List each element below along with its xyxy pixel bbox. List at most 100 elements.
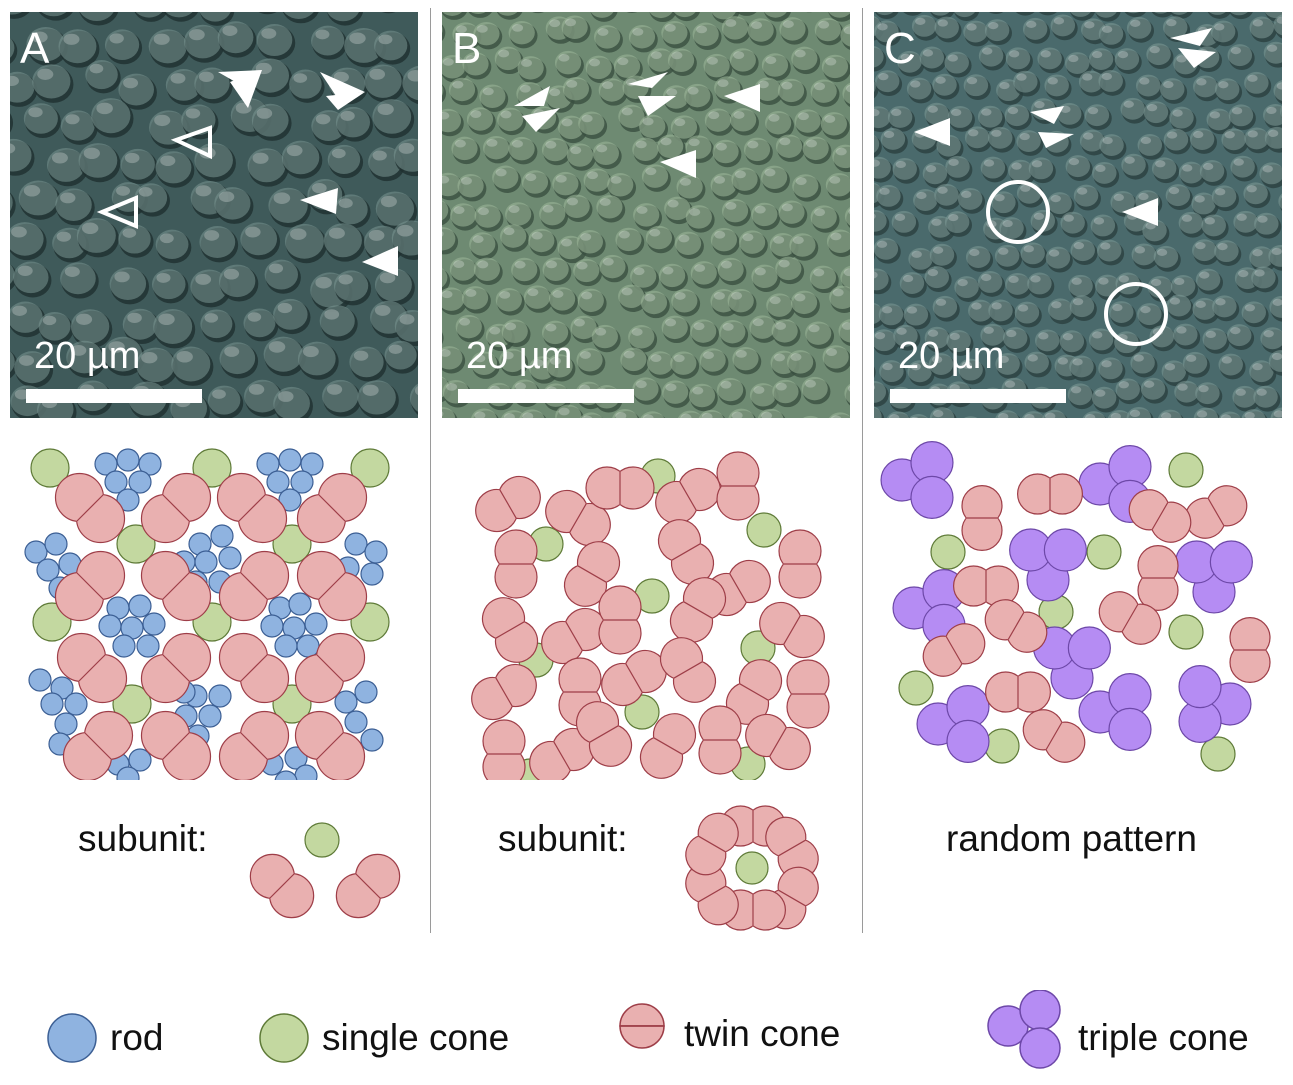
twin-cone-cell	[545, 489, 611, 547]
rod-cell	[194, 550, 218, 574]
rod-cell	[284, 746, 308, 770]
rod-cell	[94, 452, 118, 476]
single-cone-cell	[1168, 452, 1204, 488]
twin-cone-cell	[140, 632, 212, 704]
single-cone-cell	[304, 822, 340, 858]
rod-cell	[136, 634, 160, 658]
twin-cone-cell	[1098, 591, 1162, 645]
twin-cone-cell	[1017, 473, 1084, 515]
rod-cell	[344, 710, 368, 734]
scale-bar-b	[458, 389, 634, 403]
twin-cone-cell	[335, 853, 401, 919]
divider-2	[862, 8, 863, 933]
rod-cell	[344, 532, 368, 556]
twin-cone-cell	[961, 484, 1003, 551]
triple-cone-cell	[1175, 540, 1253, 614]
twin-cone-cell	[296, 550, 368, 622]
twin-cone-cell	[541, 607, 607, 665]
twin-cone-cell	[1128, 489, 1192, 543]
rod-cell	[208, 684, 232, 708]
twin-cone-cell	[471, 663, 537, 721]
triple-cone-cell	[1033, 626, 1111, 700]
twin-cone-cell	[475, 475, 541, 533]
triple-cone-cell	[1009, 528, 1087, 602]
twin-cone-cell	[218, 710, 290, 780]
single-cone-cell	[1168, 614, 1204, 650]
triple-cone-cell	[916, 685, 990, 763]
single-cone-cell	[116, 524, 156, 564]
panel-label-b: B	[452, 24, 482, 73]
legend-triple-cone-icon	[987, 990, 1061, 1069]
mosaic-diagram-b	[471, 451, 830, 780]
single-cone-cell	[746, 512, 782, 548]
twin-cone-cell	[218, 632, 290, 704]
legend-rod-icon	[47, 1013, 97, 1063]
rod-cell	[116, 448, 140, 472]
caption-c: random pattern	[946, 818, 1197, 859]
twin-cone-cell	[1229, 616, 1271, 683]
twin-cone-cell	[54, 550, 126, 622]
twin-cone-cell	[294, 710, 366, 780]
triple-cone-cell	[880, 441, 954, 519]
legend-rod-label: rod	[110, 1017, 164, 1058]
rod-cell	[36, 558, 60, 582]
panel-b: B 20 µm subunit:	[432, 0, 862, 940]
panel-a: A 20 µm subunit:	[0, 0, 430, 940]
rod-cell	[354, 680, 378, 704]
single-cone-cell	[350, 448, 390, 488]
rod-cell	[210, 524, 234, 548]
rod-cell	[266, 470, 290, 494]
twin-cone-cell	[1184, 485, 1248, 539]
single-cone-cell	[735, 851, 769, 885]
panel-c: C 20 µm random pattern	[864, 0, 1293, 940]
legend-twin-cone-label: twin cone	[684, 1013, 841, 1054]
rod-cell	[128, 748, 152, 772]
rod-cell	[218, 546, 242, 570]
mosaic-diagram-a	[24, 448, 390, 780]
single-cone-cell	[272, 524, 312, 564]
caption-b: subunit:	[498, 818, 628, 859]
rod-cell	[28, 668, 52, 692]
triple-cone-cell	[1078, 445, 1152, 523]
twin-cone-cell	[481, 597, 539, 663]
twin-cone-cell	[249, 853, 315, 919]
single-cone-cell	[192, 448, 232, 488]
rod-cell	[360, 562, 384, 586]
rod-cell	[300, 452, 324, 476]
twin-cone-cell	[218, 550, 290, 622]
rod-cell	[54, 712, 78, 736]
rod-cell	[98, 614, 122, 638]
single-cone-cell	[984, 728, 1020, 764]
twin-cone-cell	[140, 710, 212, 780]
rod-cell	[364, 540, 388, 564]
scale-bar-label-b: 20 µm	[466, 335, 573, 377]
twin-cone-cell	[601, 649, 667, 707]
twin-cone-cell	[745, 713, 811, 771]
rod-cell	[304, 612, 328, 636]
rod-cell	[296, 634, 320, 658]
rod-cell	[104, 470, 128, 494]
twin-cone-cell	[639, 713, 697, 779]
twin-cone-cell	[953, 565, 1020, 607]
caption-a: subunit:	[78, 818, 208, 859]
subunit-diagram-a	[249, 822, 401, 919]
twin-cone-cell	[716, 451, 760, 521]
mosaic-diagram-c	[880, 441, 1271, 772]
rod-cell	[334, 690, 358, 714]
rod-cell	[128, 594, 152, 618]
legend-single-cone-label: single cone	[322, 1017, 510, 1058]
twin-cone-cell	[657, 519, 715, 585]
twin-cone-cell	[529, 727, 595, 780]
rod-cell	[142, 612, 166, 636]
twin-cone-cell	[655, 467, 721, 525]
single-cone-cell	[1200, 736, 1236, 772]
twin-cone-cell	[216, 472, 288, 544]
legend-single-cone-icon	[259, 1013, 309, 1063]
twin-cone-cell	[698, 705, 742, 775]
twin-cone-cell	[669, 577, 727, 643]
twin-cone-cell	[985, 671, 1052, 713]
twin-cone-cell	[765, 816, 819, 880]
scale-bar-label-c: 20 µm	[898, 335, 1005, 377]
subunit-diagram-b	[685, 805, 819, 931]
single-cone-cell	[112, 684, 152, 724]
